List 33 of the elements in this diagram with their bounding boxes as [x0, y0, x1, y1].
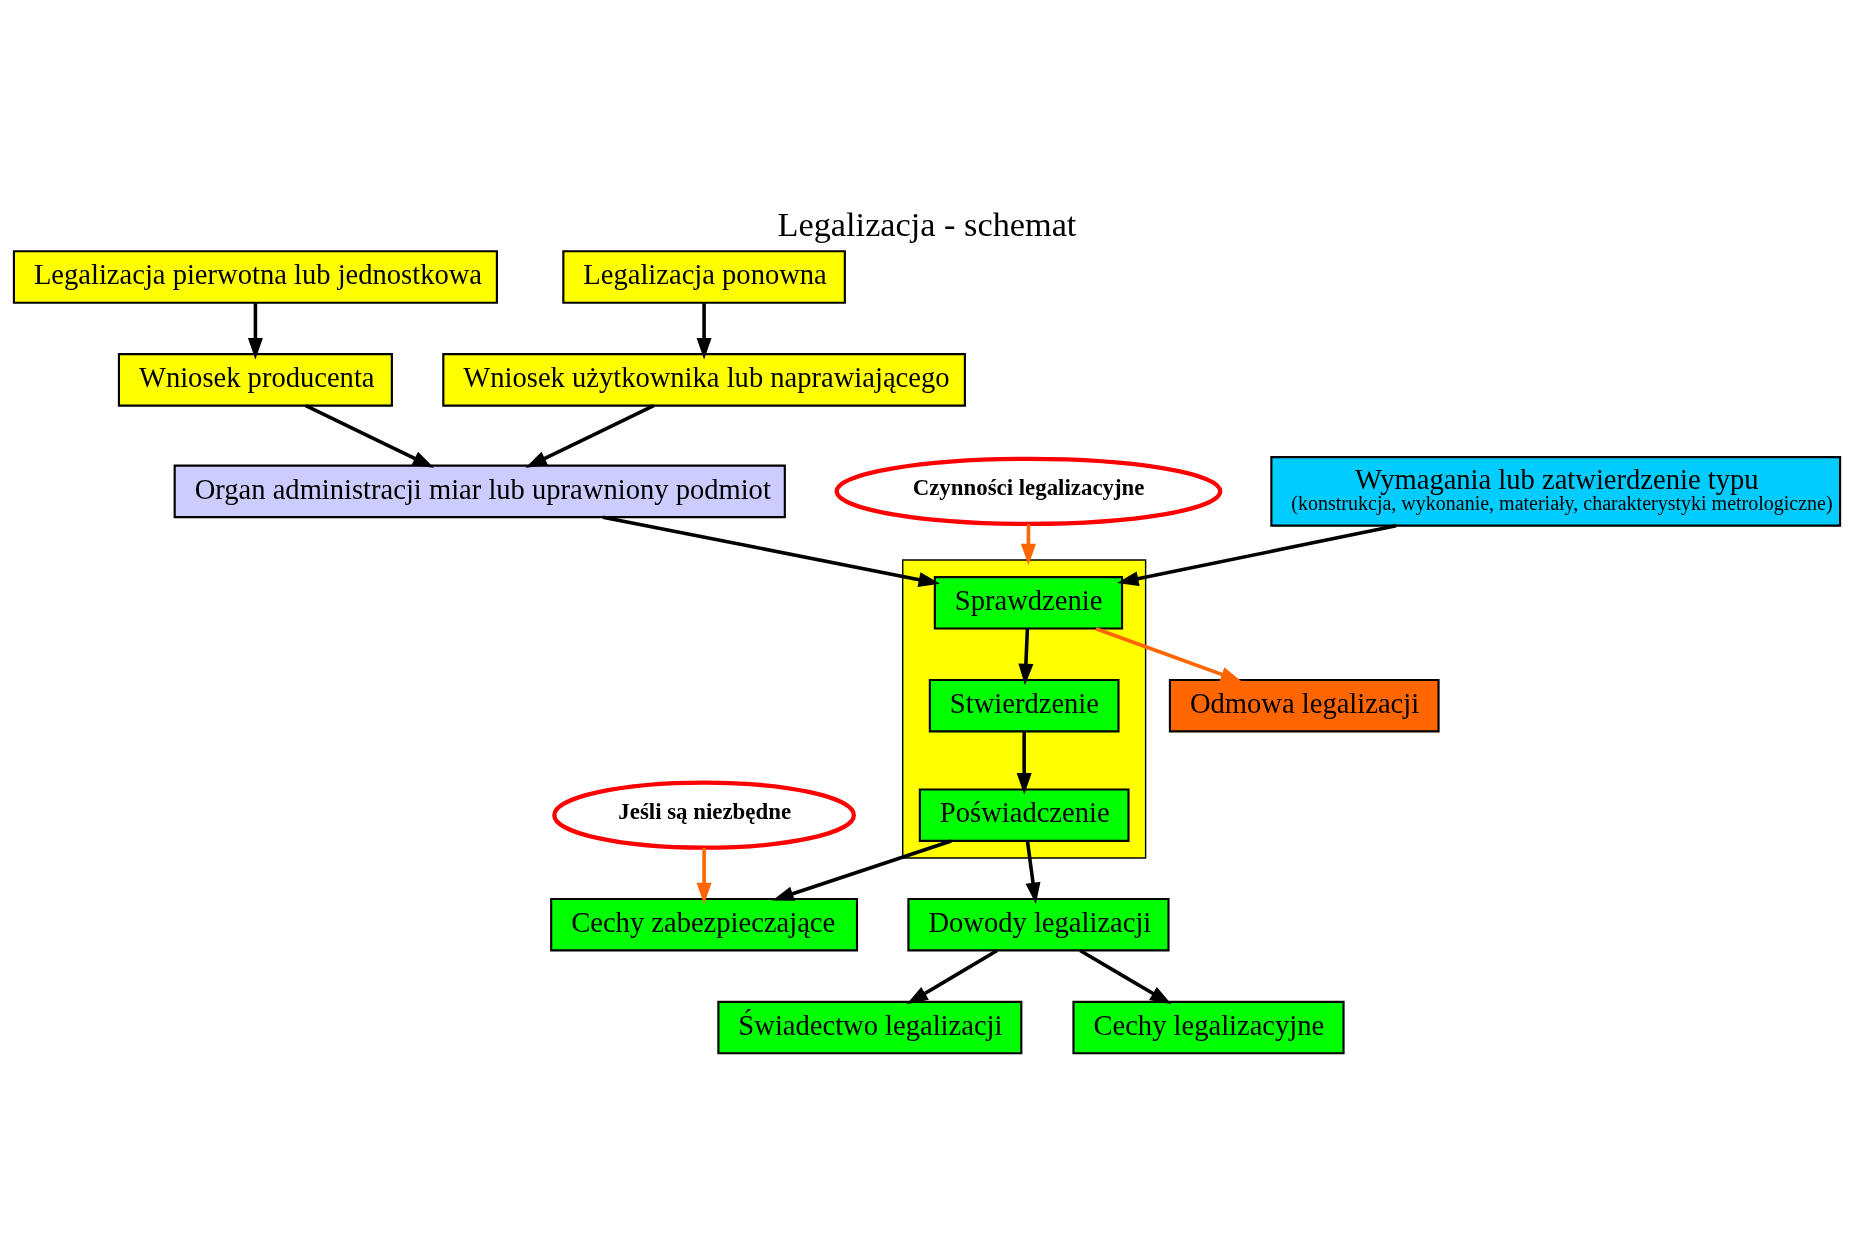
arrow [602, 514, 941, 587]
node-ellipse: Jeśli są niezbędne [552, 780, 856, 850]
arrow [1016, 731, 1032, 795]
node-box: Cechy zabezpieczające [550, 897, 859, 951]
arrow [1079, 948, 1172, 1004]
arrow [1095, 626, 1243, 682]
arrow [1117, 523, 1397, 586]
arrow [696, 847, 712, 904]
node-box: Odmowa legalizacji [1168, 678, 1440, 732]
node-box: Legalizacja pierwotna lub jednostkowa [12, 249, 498, 304]
node-box: Wniosek producenta [117, 352, 393, 407]
node-box: Stwierdzenie [928, 678, 1120, 732]
node-box: Dowody legalizacji [907, 897, 1170, 951]
arrow [1025, 840, 1041, 904]
diagram-title: Legalizacja - schemat [777, 204, 1077, 243]
cluster [902, 558, 1147, 859]
node-box: Cechy legalizacyjne [1072, 1000, 1345, 1054]
node-ellipse: Czynności legalizacyjne [834, 456, 1223, 526]
arrow [906, 948, 999, 1004]
node-box: Wniosek użytkownika lub naprawiającego [442, 352, 966, 407]
node-box: Świadectwo legalizacji [717, 1000, 1023, 1054]
arrow [1018, 628, 1034, 685]
arrow [525, 403, 655, 468]
node-box: Legalizacja ponowna [562, 249, 846, 304]
node-box: Poświadczenie [918, 787, 1130, 842]
arrow [304, 403, 435, 468]
arrow [696, 302, 712, 359]
node-box: Sprawdzenie [933, 575, 1124, 630]
node-box: Organ administracji miar lub uprawniony podmiot [173, 464, 786, 518]
arrow [1020, 523, 1036, 565]
arrow [247, 302, 263, 359]
node-box: Wymagania lub zatwierdzenie typu (konstrukcja, wykonanie, materiały, charakterystyki metrologiczne) [1270, 455, 1842, 527]
arrow [772, 838, 952, 901]
